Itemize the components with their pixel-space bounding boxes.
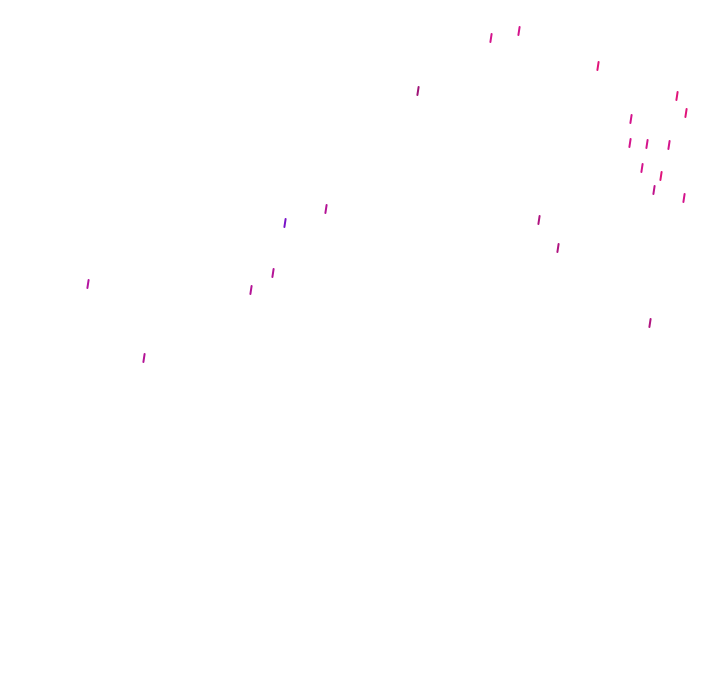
scatter-point-4: [416, 86, 420, 96]
scatter-point-13: [652, 185, 656, 195]
scatter-point-16: [283, 218, 287, 228]
scatter-point-12: [659, 171, 663, 181]
scatter-point-5: [675, 91, 679, 101]
scatter-point-2: [517, 26, 521, 36]
scatter-point-21: [249, 285, 253, 295]
data-points: [86, 26, 688, 363]
scatter-point-7: [629, 114, 633, 124]
scatter-point-15: [324, 204, 328, 214]
scatter-point-19: [271, 268, 275, 278]
scatter-point-1: [489, 33, 493, 43]
scatter-point-22: [648, 318, 652, 328]
scatter-point-9: [645, 139, 649, 149]
scatter-point-3: [596, 61, 600, 71]
scatter-point-6: [684, 108, 688, 118]
scatter-point-20: [86, 279, 90, 289]
scatter-point-8: [628, 138, 632, 148]
scatter-point-18: [556, 243, 560, 253]
scatter-point-10: [667, 140, 671, 150]
scatter-point-11: [640, 163, 644, 173]
scatter-point-17: [537, 215, 541, 225]
scatter-point-14: [682, 193, 686, 203]
scatter-point-23: [142, 353, 146, 363]
